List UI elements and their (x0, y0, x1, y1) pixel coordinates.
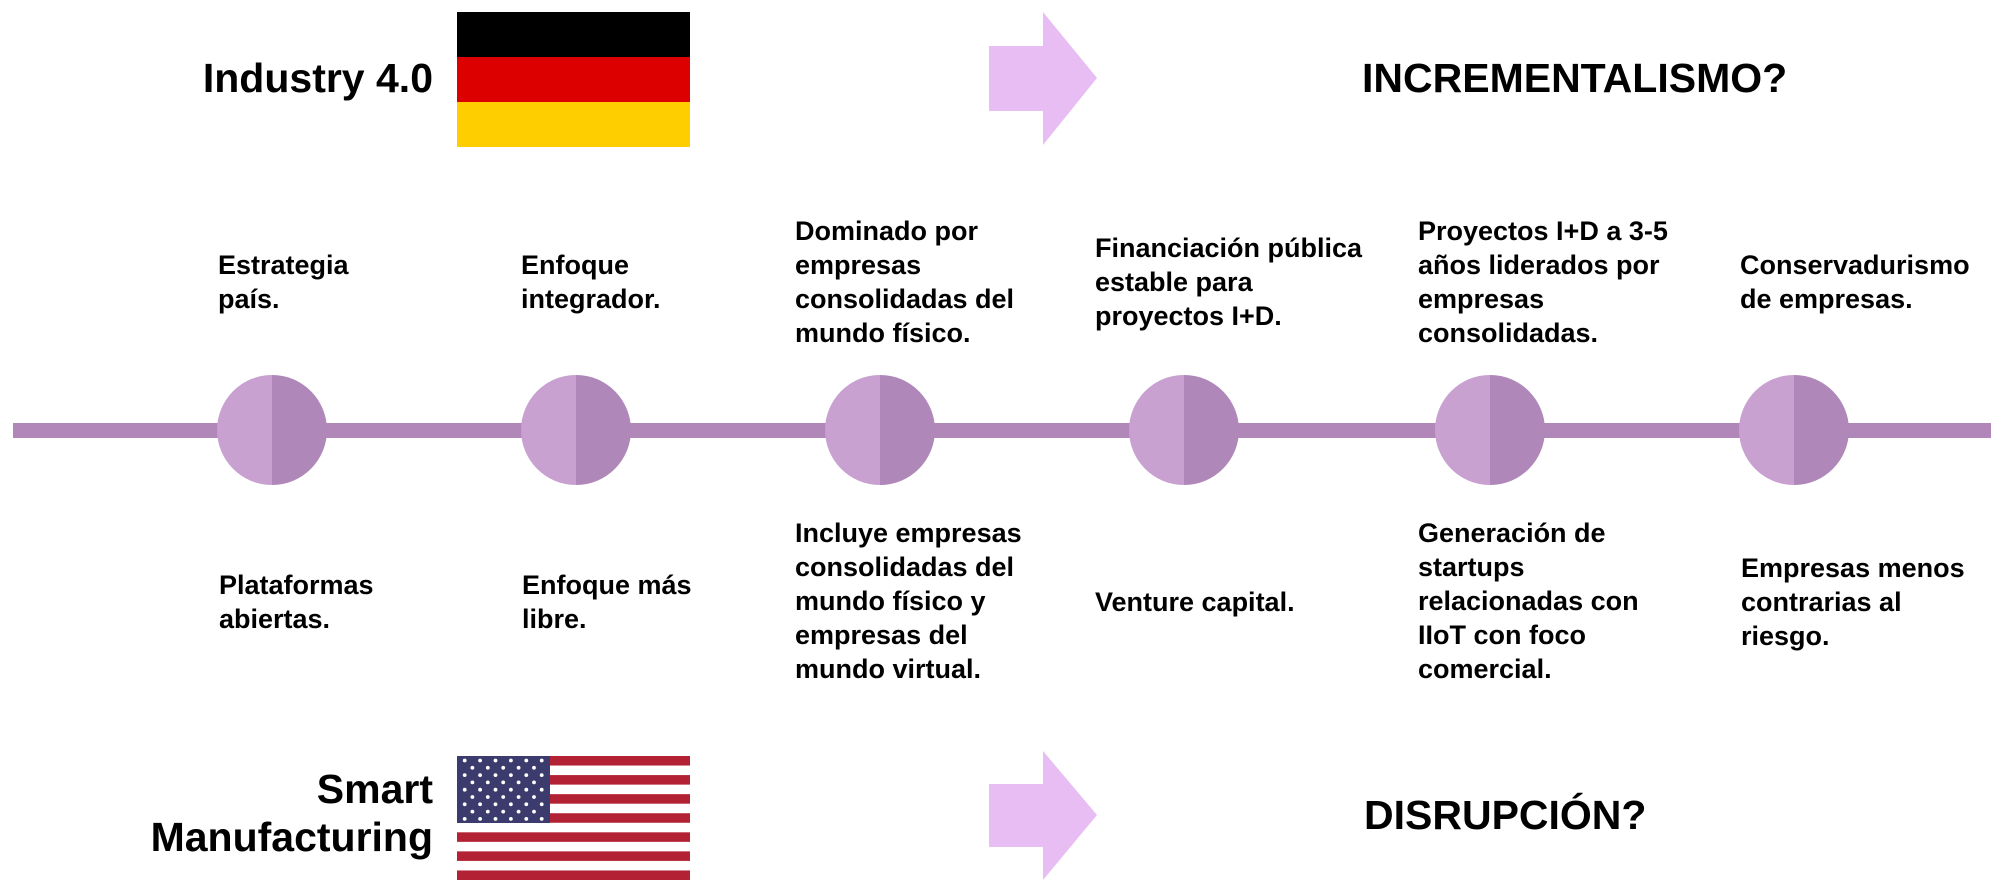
timeline-node (1435, 375, 1545, 485)
timeline-node (1739, 375, 1849, 485)
germany-flag-icon (457, 12, 690, 147)
milestone-4-below: Venture capital. (1095, 587, 1295, 617)
right-arrow-icon (989, 12, 1097, 145)
timeline-node (825, 375, 935, 485)
industry-4-title: Industry 4.0 (202, 55, 433, 101)
smart-manufacturing-title: Smart Manufacturing (150, 766, 433, 860)
timeline-node (217, 375, 327, 485)
incrementalismo-question: INCREMENTALISMO? (1362, 55, 1788, 101)
timeline-node (521, 375, 631, 485)
usa-flag-icon (457, 756, 690, 880)
timeline-node (1129, 375, 1239, 485)
disrupcion-question: DISRUPCIÓN? (1364, 792, 1647, 838)
right-arrow-icon (989, 751, 1097, 880)
